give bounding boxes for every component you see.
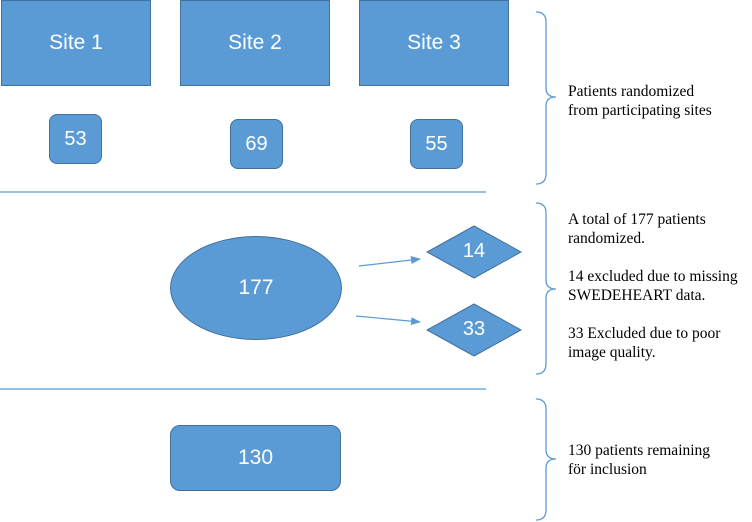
bracket-randomized bbox=[535, 202, 557, 375]
site-1-count-box: 53 bbox=[49, 114, 102, 164]
arrow-to-excluded-quality bbox=[355, 315, 421, 326]
diamond-excluded-quality bbox=[425, 303, 523, 357]
site-3-count-box: 55 bbox=[410, 119, 463, 169]
randomized-note-total: A total of 177 patients randomized. bbox=[568, 211, 706, 247]
site-2-label: Site 2 bbox=[228, 31, 282, 54]
site-3-label: Site 3 bbox=[407, 31, 461, 54]
site-3-box: Site 3 bbox=[359, 0, 509, 86]
bracket-sites bbox=[535, 11, 557, 185]
randomized-total: 177 bbox=[238, 276, 274, 299]
site-1-count: 53 bbox=[64, 127, 87, 150]
site-1-label: Site 1 bbox=[49, 31, 103, 54]
diamond-excluded-missing bbox=[425, 225, 523, 279]
final-count: 130 bbox=[237, 446, 274, 469]
final-count-box: 130 bbox=[170, 425, 341, 491]
randomized-note-quality: 33 Excluded due to poor image quality. bbox=[568, 325, 721, 361]
site-2-box: Site 2 bbox=[180, 0, 330, 86]
randomized-total-ellipse: 177 bbox=[170, 236, 342, 340]
site-3-count: 55 bbox=[425, 132, 448, 155]
site-2-count: 69 bbox=[245, 132, 268, 155]
final-note: 130 patients remaining för inclusion bbox=[568, 442, 711, 478]
site-1-box: Site 1 bbox=[1, 0, 151, 86]
excluded-missing-count: 14 bbox=[462, 240, 486, 262]
excluded-quality-count: 33 bbox=[462, 318, 486, 340]
arrow-to-excluded-missing bbox=[358, 256, 421, 267]
randomized-note-missing: 14 excluded due to missing SWEDEHEART da… bbox=[568, 268, 738, 304]
bracket-final bbox=[535, 398, 557, 521]
site-2-count-box: 69 bbox=[230, 119, 283, 169]
sites-note: Patients randomized from participating s… bbox=[568, 83, 712, 119]
